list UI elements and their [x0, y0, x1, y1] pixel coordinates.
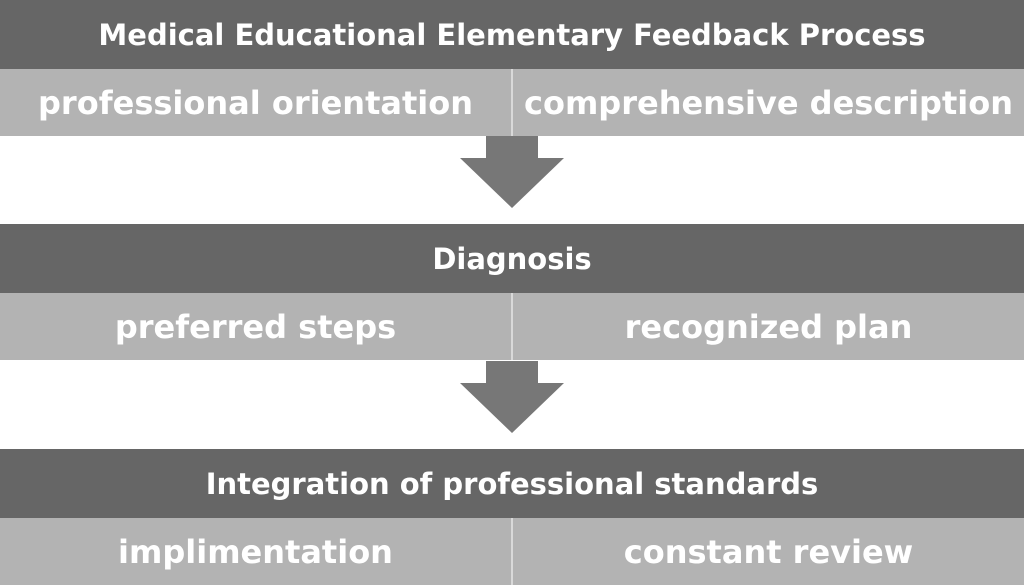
- stage-1-title: Medical Educational Elementary Feedback …: [0, 0, 1024, 69]
- stage-3-items: implimentation constant review: [0, 518, 1024, 585]
- stage-3: Integration of professional standards im…: [0, 449, 1024, 585]
- stage-2: Diagnosis preferred steps recognized pla…: [0, 224, 1024, 360]
- stage-1: Medical Educational Elementary Feedback …: [0, 0, 1024, 136]
- stage-2-items: preferred steps recognized plan: [0, 293, 1024, 360]
- stage-2-title: Diagnosis: [0, 224, 1024, 293]
- stage-3-title: Integration of professional standards: [0, 449, 1024, 518]
- stage-1-items: professional orientation comprehensive d…: [0, 69, 1024, 136]
- stage-3-item-left: implimentation: [0, 518, 511, 585]
- stage-3-item-right: constant review: [511, 518, 1024, 585]
- down-arrow-icon: [460, 136, 564, 208]
- stage-1-item-left: professional orientation: [0, 69, 511, 136]
- stage-2-item-left: preferred steps: [0, 293, 511, 360]
- stage-2-item-right: recognized plan: [511, 293, 1024, 360]
- down-arrow-icon: [460, 361, 564, 433]
- stage-1-item-right: comprehensive description: [511, 69, 1024, 136]
